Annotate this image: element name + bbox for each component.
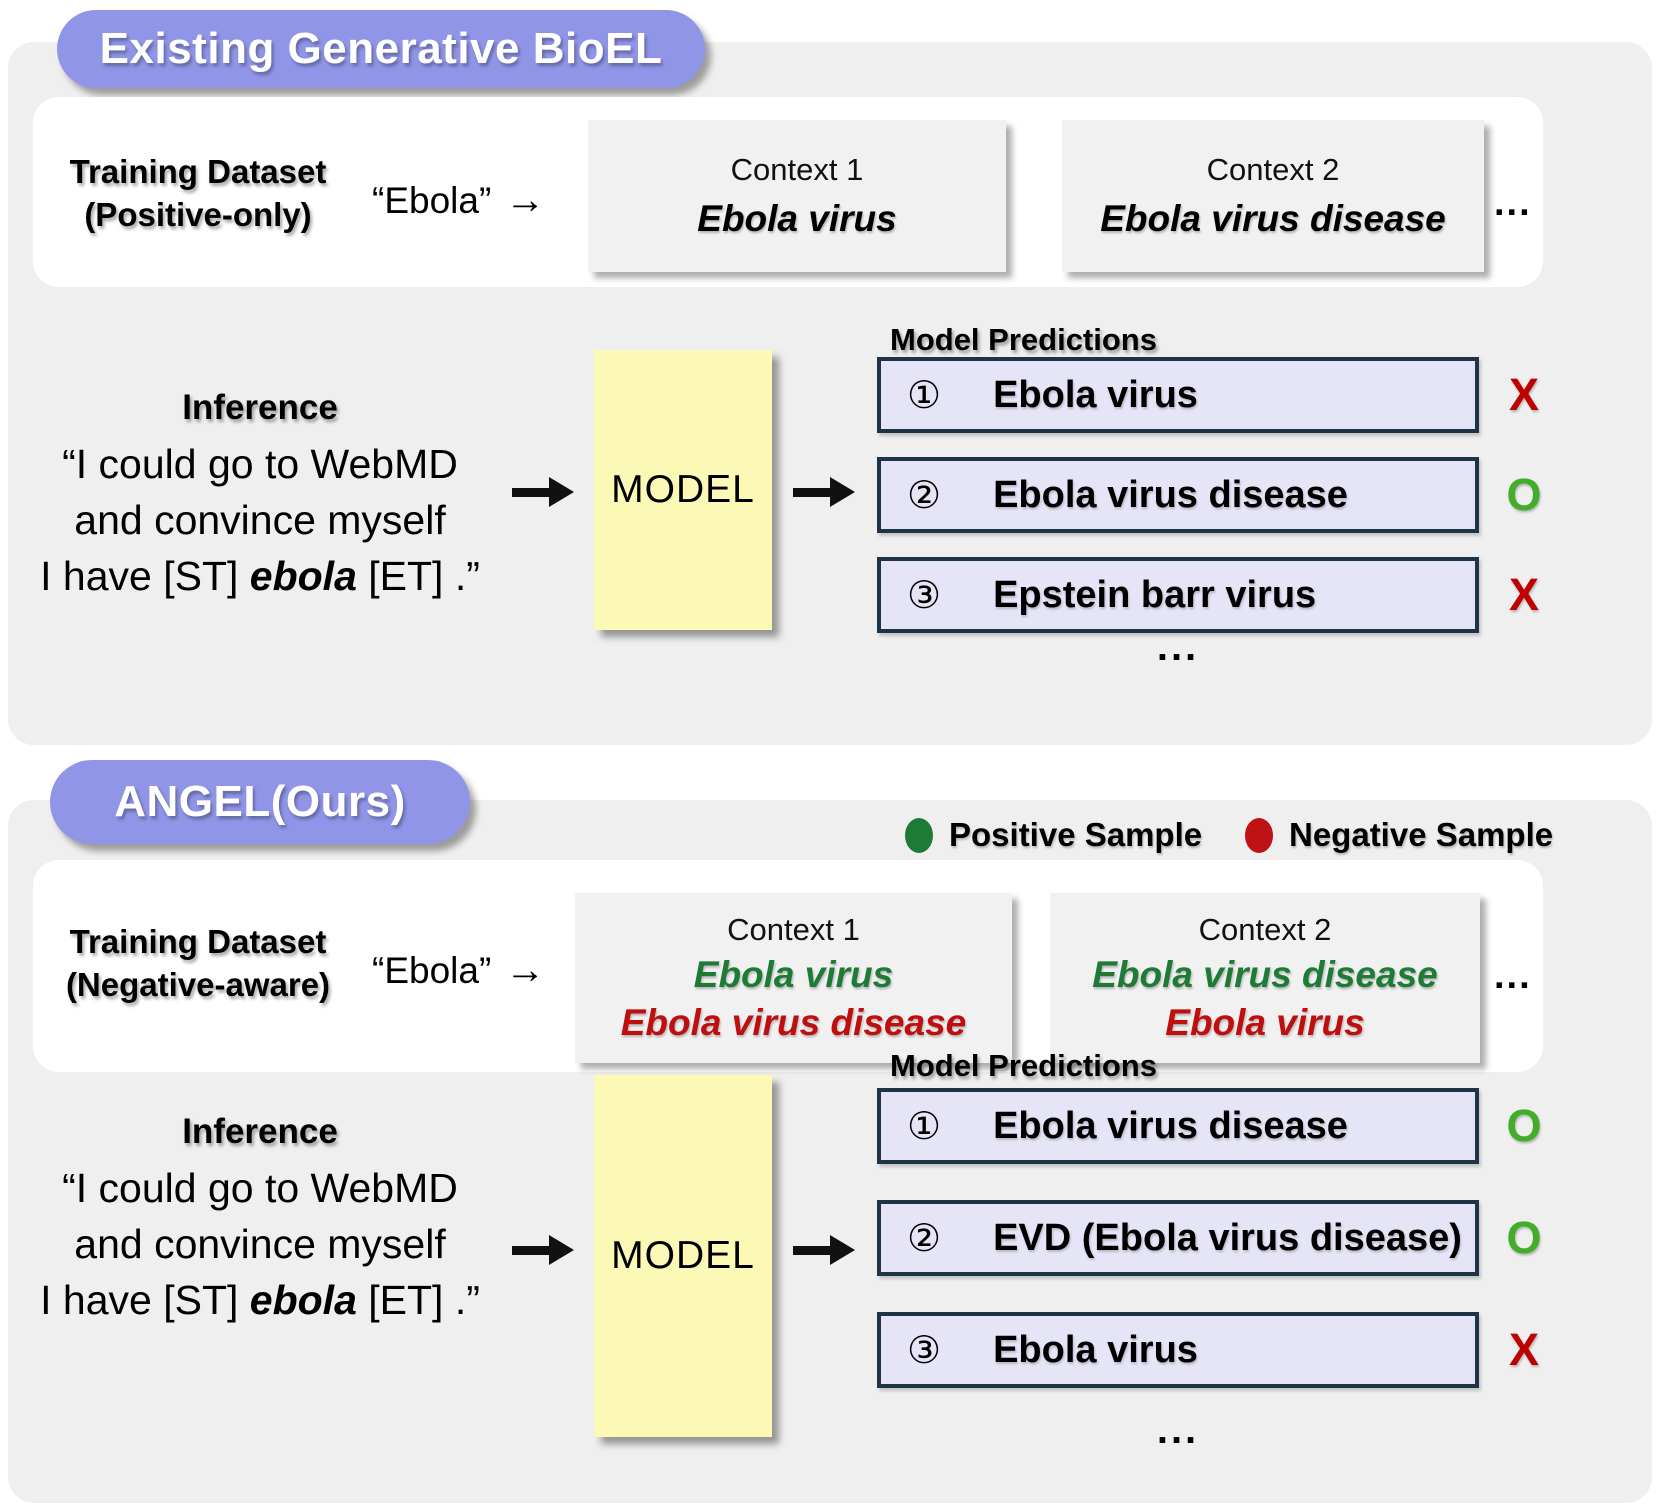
arrow-shaft bbox=[512, 1246, 552, 1255]
context-1-box-negative-aware: Context 1 Ebola virus Ebola virus diseas… bbox=[575, 893, 1012, 1063]
legend-negative: Negative Sample bbox=[1245, 816, 1553, 854]
training-dataset-label-line1: Training Dataset bbox=[69, 923, 327, 960]
context-2-positive-entity: Ebola virus disease bbox=[1092, 954, 1438, 995]
circled-3-icon: ③ bbox=[907, 573, 942, 617]
inference-heading: Inference bbox=[182, 388, 338, 427]
wrong-mark: X bbox=[1508, 569, 1539, 620]
arrow-to-predictions bbox=[793, 1235, 855, 1265]
inference-line-2: and convince myself bbox=[74, 1221, 446, 1267]
model-box: MODEL bbox=[594, 350, 772, 630]
context-2-negative-entity: Ebola virus bbox=[1165, 1002, 1365, 1043]
model-predictions-heading: Model Predictions bbox=[890, 322, 1157, 357]
mention-row: “Ebola” → bbox=[372, 178, 545, 223]
contexts-ellipsis: ... bbox=[1494, 955, 1532, 997]
context-2-title: Context 2 bbox=[1206, 152, 1340, 187]
training-dataset-label-line2: (Negative-aware) bbox=[65, 966, 331, 1003]
context-1-box: Context 1 Ebola virus bbox=[588, 120, 1006, 272]
prediction-label: EVD (Ebola virus disease) bbox=[993, 1216, 1462, 1259]
prediction-row-3: ③ Epstein barr virus bbox=[877, 557, 1479, 633]
inference-line-3: I have [ST] ebola [ET] .” bbox=[10, 548, 510, 604]
context-1-negative-entity: Ebola virus disease bbox=[620, 1002, 967, 1043]
inference-sentence: “I could go to WebMD and convince myself… bbox=[10, 436, 510, 604]
positive-sample-dot-icon bbox=[905, 817, 933, 853]
arrow-shaft bbox=[512, 488, 552, 497]
arrow-head-icon bbox=[830, 1235, 855, 1265]
correct-mark: O bbox=[1506, 469, 1542, 520]
arrow-to-model bbox=[512, 1235, 574, 1265]
right-arrow-icon: → bbox=[505, 178, 546, 222]
prediction-label: Ebola virus disease bbox=[993, 473, 1348, 516]
inference-line-3-prefix: I have [ST] bbox=[40, 1277, 250, 1323]
prediction-row-3: ③ Ebola virus bbox=[877, 1312, 1479, 1388]
context-2-box: Context 2 Ebola virus disease bbox=[1062, 120, 1484, 272]
circled-2-icon: ② bbox=[907, 1216, 942, 1260]
context-1-entity: Ebola virus bbox=[697, 198, 897, 239]
mention-text: “Ebola” bbox=[372, 949, 492, 991]
context-1-title: Context 1 bbox=[727, 912, 860, 947]
wrong-mark: X bbox=[1508, 1324, 1539, 1375]
inference-line-3-prefix: I have [ST] bbox=[40, 553, 250, 599]
model-predictions-heading: Model Predictions bbox=[890, 1048, 1157, 1083]
prediction-label: Epstein barr virus bbox=[993, 573, 1317, 616]
circled-2-icon: ② bbox=[907, 473, 942, 517]
negative-sample-label: Negative Sample bbox=[1289, 816, 1554, 853]
training-dataset-label-line2: (Positive-only) bbox=[84, 196, 312, 233]
context-2-title: Context 2 bbox=[1198, 912, 1332, 947]
contexts-ellipsis: ... bbox=[1494, 182, 1532, 224]
circled-1-icon: ① bbox=[907, 1104, 942, 1148]
inference-mention: ebola bbox=[249, 1277, 357, 1323]
prediction-row-1: ① Ebola virus disease bbox=[877, 1088, 1479, 1164]
arrow-to-model bbox=[512, 477, 574, 507]
negative-sample-dot-icon bbox=[1245, 817, 1273, 853]
inference-line-3-suffix: [ET] .” bbox=[356, 1277, 480, 1323]
inference-line-1: “I could go to WebMD bbox=[62, 441, 458, 487]
right-arrow-icon: → bbox=[505, 948, 546, 992]
arrow-shaft bbox=[793, 1246, 833, 1255]
existing-bioel-title-pill: Existing Generative BioEL bbox=[57, 10, 705, 88]
arrow-head-icon bbox=[830, 477, 855, 507]
inference-mention: ebola bbox=[249, 553, 357, 599]
predictions-ellipsis: ... bbox=[1156, 1408, 1200, 1452]
existing-bioel-title: Existing Generative BioEL bbox=[99, 24, 663, 73]
prediction-row-1: ① Ebola virus bbox=[877, 357, 1479, 433]
model-label: MODEL bbox=[611, 1234, 755, 1277]
inference-line-2: and convince myself bbox=[74, 497, 446, 543]
prediction-label: Ebola virus bbox=[993, 1328, 1198, 1371]
wrong-mark: X bbox=[1508, 369, 1539, 420]
arrow-head-icon bbox=[549, 1235, 574, 1265]
arrow-to-predictions bbox=[793, 477, 855, 507]
mention-text: “Ebola” bbox=[372, 179, 492, 221]
angel-title-pill: ANGEL(Ours) bbox=[50, 760, 470, 844]
arrow-shaft bbox=[793, 488, 833, 497]
model-box: MODEL bbox=[594, 1075, 772, 1437]
predictions-ellipsis: ... bbox=[1156, 625, 1200, 669]
prediction-label: Ebola virus bbox=[993, 373, 1198, 416]
mention-row: “Ebola” → bbox=[372, 948, 545, 993]
inference-line-3: I have [ST] ebola [ET] .” bbox=[10, 1272, 510, 1328]
correct-mark: O bbox=[1506, 1100, 1542, 1151]
context-1-positive-entity: Ebola virus bbox=[693, 954, 894, 995]
prediction-row-2: ② EVD (Ebola virus disease) bbox=[877, 1200, 1479, 1276]
angel-title: ANGEL(Ours) bbox=[114, 777, 406, 826]
circled-1-icon: ① bbox=[907, 373, 942, 417]
prediction-row-2: ② Ebola virus disease bbox=[877, 457, 1479, 533]
context-1-title: Context 1 bbox=[730, 152, 864, 187]
circled-3-icon: ③ bbox=[907, 1328, 942, 1372]
positive-sample-label: Positive Sample bbox=[949, 816, 1203, 853]
training-dataset-label-positive: Training Dataset (Positive-only) bbox=[48, 150, 348, 236]
prediction-label: Ebola virus disease bbox=[993, 1104, 1348, 1147]
inference-line-1: “I could go to WebMD bbox=[62, 1165, 458, 1211]
context-2-box-negative-aware: Context 2 Ebola virus disease Ebola viru… bbox=[1050, 893, 1480, 1063]
training-dataset-label-line1: Training Dataset bbox=[69, 153, 327, 190]
inference-heading: Inference bbox=[182, 1112, 338, 1151]
legend-positive: Positive Sample bbox=[905, 816, 1202, 854]
context-2-entity: Ebola virus disease bbox=[1100, 198, 1446, 239]
correct-mark: O bbox=[1506, 1212, 1542, 1263]
arrow-head-icon bbox=[549, 477, 574, 507]
inference-line-3-suffix: [ET] .” bbox=[356, 553, 480, 599]
model-label: MODEL bbox=[611, 468, 755, 511]
inference-sentence: “I could go to WebMD and convince myself… bbox=[10, 1160, 510, 1328]
training-dataset-label-negative: Training Dataset (Negative-aware) bbox=[48, 920, 348, 1006]
